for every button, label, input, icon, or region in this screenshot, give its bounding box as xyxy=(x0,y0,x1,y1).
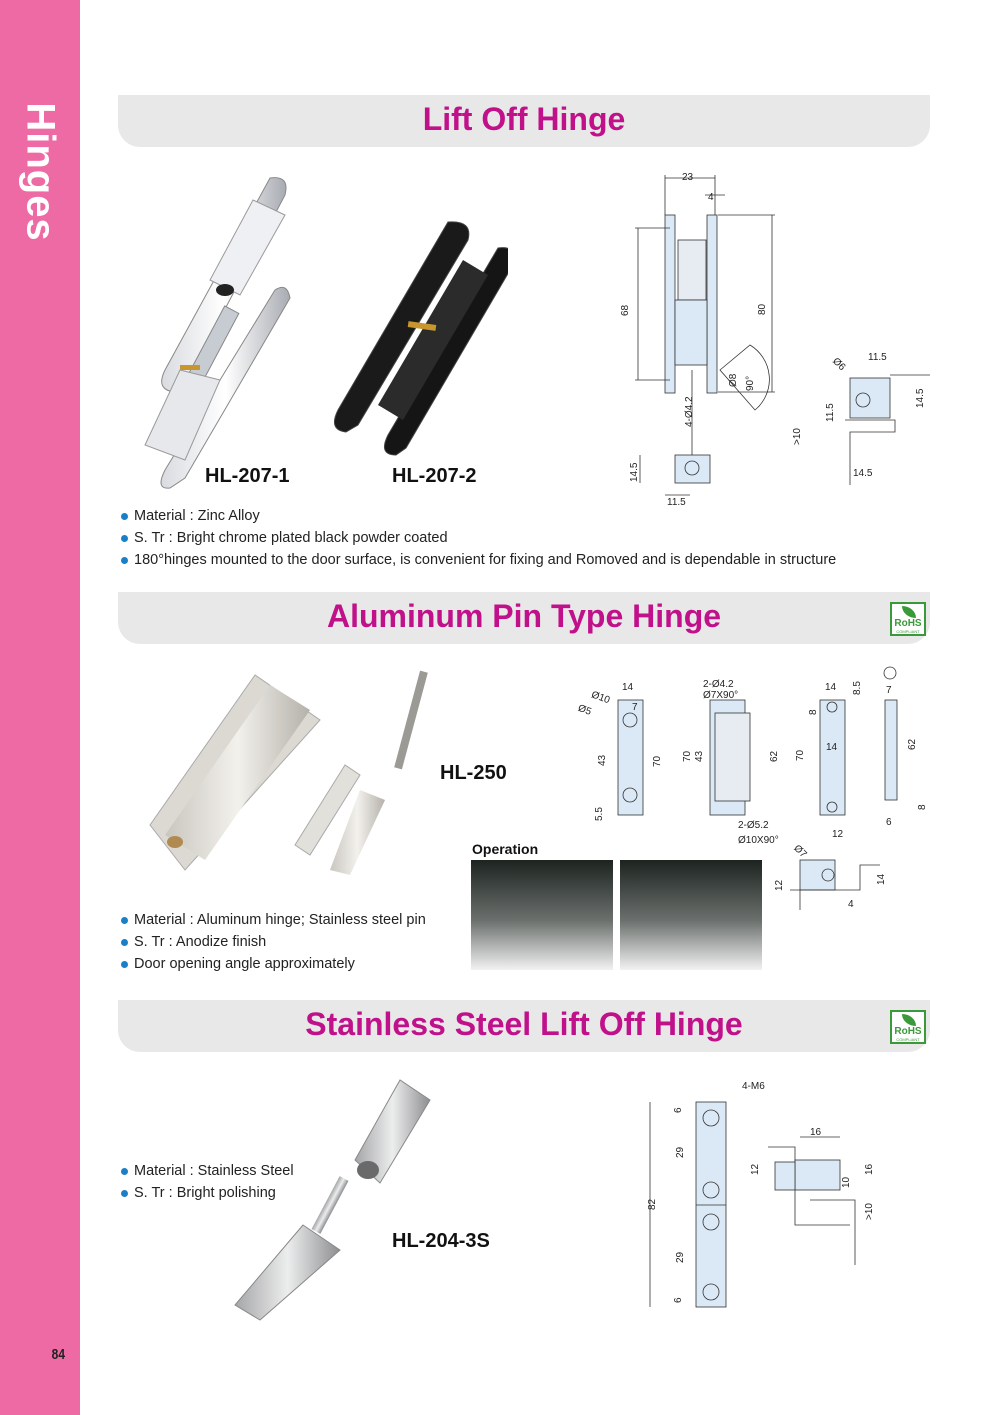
svg-text:14: 14 xyxy=(622,682,634,693)
section-title: Stainless Steel Lift Off Hinge xyxy=(305,1006,743,1042)
rohs-compliant-icon: RoHS COMPLIANT xyxy=(890,1010,926,1044)
model-label-hl-207-1: HL-207-1 xyxy=(205,465,290,487)
lift-off-hinge-drawing: 23 4 68 80 Ø8 90° 4-Ø4.2 14.5 11.5 Ø6 11… xyxy=(620,172,930,508)
svg-text:14: 14 xyxy=(825,682,837,693)
svg-text:14: 14 xyxy=(876,873,887,885)
spec-description: 180°hinges mounted to the door surface, … xyxy=(120,549,836,571)
svg-text:6: 6 xyxy=(673,1297,684,1303)
model-label-hl-250: HL-250 xyxy=(440,762,507,784)
spec-material: Material : Stainless Steel xyxy=(120,1160,294,1182)
svg-text:62: 62 xyxy=(907,738,918,750)
svg-text:82: 82 xyxy=(647,1198,658,1210)
aluminum-pin-hinge-drawing: 14 Ø10 Ø5 7 43 70 5.5 2-Ø4.2 Ø7X90° 70 4… xyxy=(576,666,928,910)
rohs-compliant-icon: RoHS COMPLIANT xyxy=(890,602,926,636)
spec-material: Material : Zinc Alloy xyxy=(120,505,836,527)
model-label-hl-207-2: HL-207-2 xyxy=(392,465,477,487)
svg-text:>10: >10 xyxy=(864,1203,875,1220)
svg-text:62: 62 xyxy=(769,750,780,762)
svg-text:14.5: 14.5 xyxy=(915,388,926,408)
section-header-aluminum-pin-type-hinge: Aluminum Pin Type Hinge RoHS COMPLIANT xyxy=(118,592,930,644)
svg-text:14: 14 xyxy=(826,742,838,753)
svg-text:16: 16 xyxy=(810,1127,822,1138)
section-header-lift-off-hinge: Lift Off Hinge xyxy=(118,95,930,147)
spec-material: Material : Aluminum hinge; Stainless ste… xyxy=(120,909,426,931)
svg-text:70: 70 xyxy=(682,750,693,762)
svg-text:Ø7X90°: Ø7X90° xyxy=(703,690,738,701)
svg-text:14.5: 14.5 xyxy=(853,468,873,479)
section-title: Lift Off Hinge xyxy=(422,101,626,137)
svg-text:4-M6: 4-M6 xyxy=(742,1081,765,1092)
svg-text:10: 10 xyxy=(841,1176,852,1188)
page-number: 84 xyxy=(51,1346,66,1363)
svg-text:6: 6 xyxy=(886,817,892,828)
svg-text:12: 12 xyxy=(774,879,785,891)
svg-text:29: 29 xyxy=(675,1251,686,1263)
section-title: Aluminum Pin Type Hinge xyxy=(326,598,722,634)
hl-207-1-photo xyxy=(144,177,291,489)
sidebar: Hinges 84 xyxy=(0,0,80,1415)
svg-text:8: 8 xyxy=(808,709,819,715)
svg-text:80: 80 xyxy=(757,303,768,315)
svg-text:8: 8 xyxy=(917,804,928,810)
svg-text:11.5: 11.5 xyxy=(825,403,836,422)
svg-text:43: 43 xyxy=(597,754,608,766)
operation-label: Operation xyxy=(472,841,539,857)
section-header-stainless-steel-lift-off-hinge: Stainless Steel Lift Off Hinge RoHS COMP… xyxy=(118,1000,930,1052)
spec-surface-treatment: S. Tr : Bright chrome plated black powde… xyxy=(120,527,836,549)
hl-204-3s-photo xyxy=(234,1079,431,1321)
sidebar-title: Hinges xyxy=(18,102,63,242)
stainless-hinge-specs: Material : Stainless Steel S. Tr : Brigh… xyxy=(120,1160,294,1204)
svg-text:90°: 90° xyxy=(745,376,756,391)
svg-text:12: 12 xyxy=(750,1163,761,1175)
svg-text:4: 4 xyxy=(708,192,714,203)
svg-text:23: 23 xyxy=(682,172,694,183)
spec-opening-angle: Door opening angle approximately xyxy=(120,953,426,975)
svg-text:68: 68 xyxy=(620,304,631,316)
operation-image-open xyxy=(471,860,613,970)
svg-text:Ø7: Ø7 xyxy=(791,843,809,861)
svg-text:Ø10: Ø10 xyxy=(590,689,612,706)
svg-text:70: 70 xyxy=(795,749,806,761)
svg-text:8.5: 8.5 xyxy=(852,681,863,695)
svg-text:Ø10X90°: Ø10X90° xyxy=(738,835,779,846)
svg-text:29: 29 xyxy=(675,1146,686,1158)
svg-text:7: 7 xyxy=(632,702,638,713)
svg-text:12: 12 xyxy=(832,829,844,840)
svg-text:4-Ø4.2: 4-Ø4.2 xyxy=(684,396,695,427)
svg-text:11.5: 11.5 xyxy=(667,497,686,508)
svg-text:Ø6: Ø6 xyxy=(830,356,848,374)
svg-text:7: 7 xyxy=(886,685,892,696)
svg-text:Ø8: Ø8 xyxy=(728,373,739,387)
hl-250-photo xyxy=(149,670,428,875)
svg-text:4: 4 xyxy=(848,899,854,910)
svg-text:5.5: 5.5 xyxy=(594,807,605,821)
svg-text:>10: >10 xyxy=(792,428,803,445)
hl-207-2-photo xyxy=(333,221,508,456)
model-label-hl-204-3s: HL-204-3S xyxy=(392,1230,490,1252)
svg-text:11.5: 11.5 xyxy=(868,352,887,363)
svg-text:Ø5: Ø5 xyxy=(576,703,593,718)
stainless-hinge-drawing: 4-M6 6 29 82 29 6 16 12 10 16 >10 xyxy=(647,1081,875,1308)
svg-text:70: 70 xyxy=(652,755,663,767)
operation-image-closed xyxy=(620,860,762,970)
lift-off-hinge-specs: Material : Zinc Alloy S. Tr : Bright chr… xyxy=(120,505,836,571)
spec-surface-treatment: S. Tr : Bright polishing xyxy=(120,1182,294,1204)
spec-surface-treatment: S. Tr : Anodize finish xyxy=(120,931,426,953)
svg-text:6: 6 xyxy=(673,1107,684,1113)
svg-text:2-Ø4.2: 2-Ø4.2 xyxy=(703,679,734,690)
svg-text:2-Ø5.2: 2-Ø5.2 xyxy=(738,820,769,831)
svg-text:43: 43 xyxy=(694,750,705,762)
aluminum-pin-hinge-specs: Material : Aluminum hinge; Stainless ste… xyxy=(120,909,426,975)
svg-text:16: 16 xyxy=(864,1163,875,1175)
svg-text:14.5: 14.5 xyxy=(629,462,640,482)
